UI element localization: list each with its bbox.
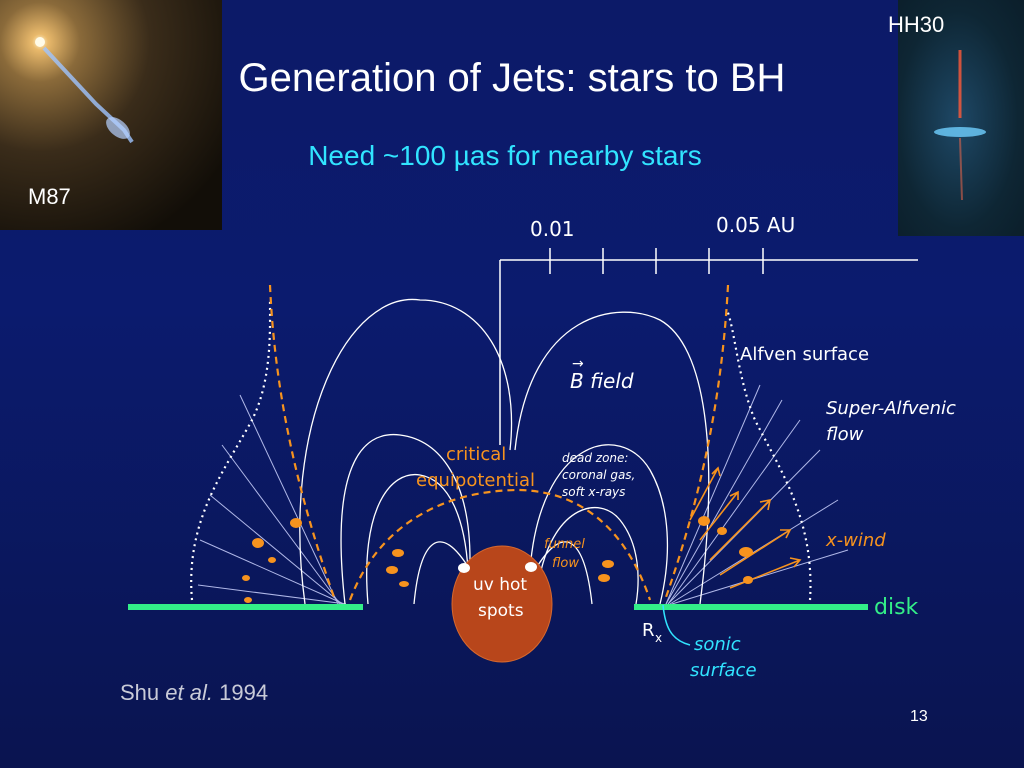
right-outer-loop [514, 311, 710, 605]
critical-label-1: critical [446, 444, 506, 465]
dead-zone-label-1: dead zone: [562, 451, 628, 465]
x-wind-label: x-wind [825, 530, 886, 551]
uv-hot-spots-label-2: spots [478, 601, 524, 621]
hh30-jet-drawing [934, 50, 986, 201]
x-wind-arrows [689, 466, 802, 589]
sonic-surface-label-1: sonic [694, 634, 741, 655]
alfven-left [190, 299, 272, 601]
left-outer-loop [299, 298, 513, 605]
page-number: 13 [910, 708, 928, 725]
m87-core [35, 37, 45, 47]
sonic-surface-pointer [662, 604, 691, 646]
b-field-label: B field [570, 369, 634, 393]
m87-image [0, 0, 222, 230]
m87-jet-drawing [35, 37, 134, 144]
dead-zone-label-3: soft x-rays [562, 485, 625, 499]
b-field-loops [299, 298, 710, 605]
hot-spot-right [525, 562, 537, 572]
critical-arc [348, 488, 652, 601]
funnel-flow-label-1: funnel [544, 537, 585, 552]
m87-label: M87 [28, 184, 71, 209]
citation-author: Shu [120, 680, 160, 705]
right-open-field-lines [665, 384, 849, 605]
critical-equipotential-curves [268, 284, 730, 601]
disk-left [128, 604, 363, 610]
rx-label: R [642, 620, 655, 641]
scale-label-left: 0.01 [530, 217, 575, 241]
m87-knot [106, 117, 130, 139]
slide-title: Generation of Jets: stars to BH [238, 56, 786, 100]
critical-right [663, 284, 730, 601]
citation-etal: et al. [165, 680, 213, 705]
disk-right [634, 604, 868, 610]
rx-subscript: x [655, 631, 662, 645]
critical-left [268, 284, 337, 601]
wind-blobs-left [242, 518, 409, 603]
citation-year: 1994 [219, 680, 269, 705]
critical-label-2: equipotential [416, 470, 535, 491]
left-open-field-lines [197, 394, 347, 605]
super-alfvenic-label-1: Super-Alfvenic [826, 398, 956, 419]
slide-subtitle: Need ~100 µas for nearby stars [308, 140, 702, 171]
scale-bar [499, 248, 918, 445]
accretion-disk [128, 604, 868, 610]
super-alfvenic-label-2: flow [826, 424, 864, 445]
scale-label-right: 0.05 AU [716, 213, 795, 237]
citation: Shu et al. 1994 [120, 680, 268, 706]
wind-blobs-right [598, 516, 753, 584]
alfven-surface-label: Alfven surface [740, 344, 869, 365]
hh30-image [898, 0, 1024, 236]
funnel-flow-label-2: flow [552, 556, 579, 571]
disk-label: disk [874, 595, 919, 620]
hot-spot-left [458, 563, 470, 573]
b-field-arrow: → [572, 356, 584, 372]
hh30-disk [934, 127, 986, 137]
star [451, 545, 553, 663]
hh30-label: HH30 [888, 12, 945, 37]
uv-hot-spots-label-1: uv hot [473, 575, 527, 595]
sonic-surface-label-2: surface [690, 660, 757, 681]
alfven-surface-curves [190, 299, 812, 601]
diagram-labels: 0.01 0.05 AU Alfven surface → B field Su… [416, 213, 956, 681]
dead-zone-label-2: coronal gas, [562, 468, 635, 482]
hh30-jet-bottom [959, 137, 963, 201]
scale-ticks [549, 248, 764, 274]
